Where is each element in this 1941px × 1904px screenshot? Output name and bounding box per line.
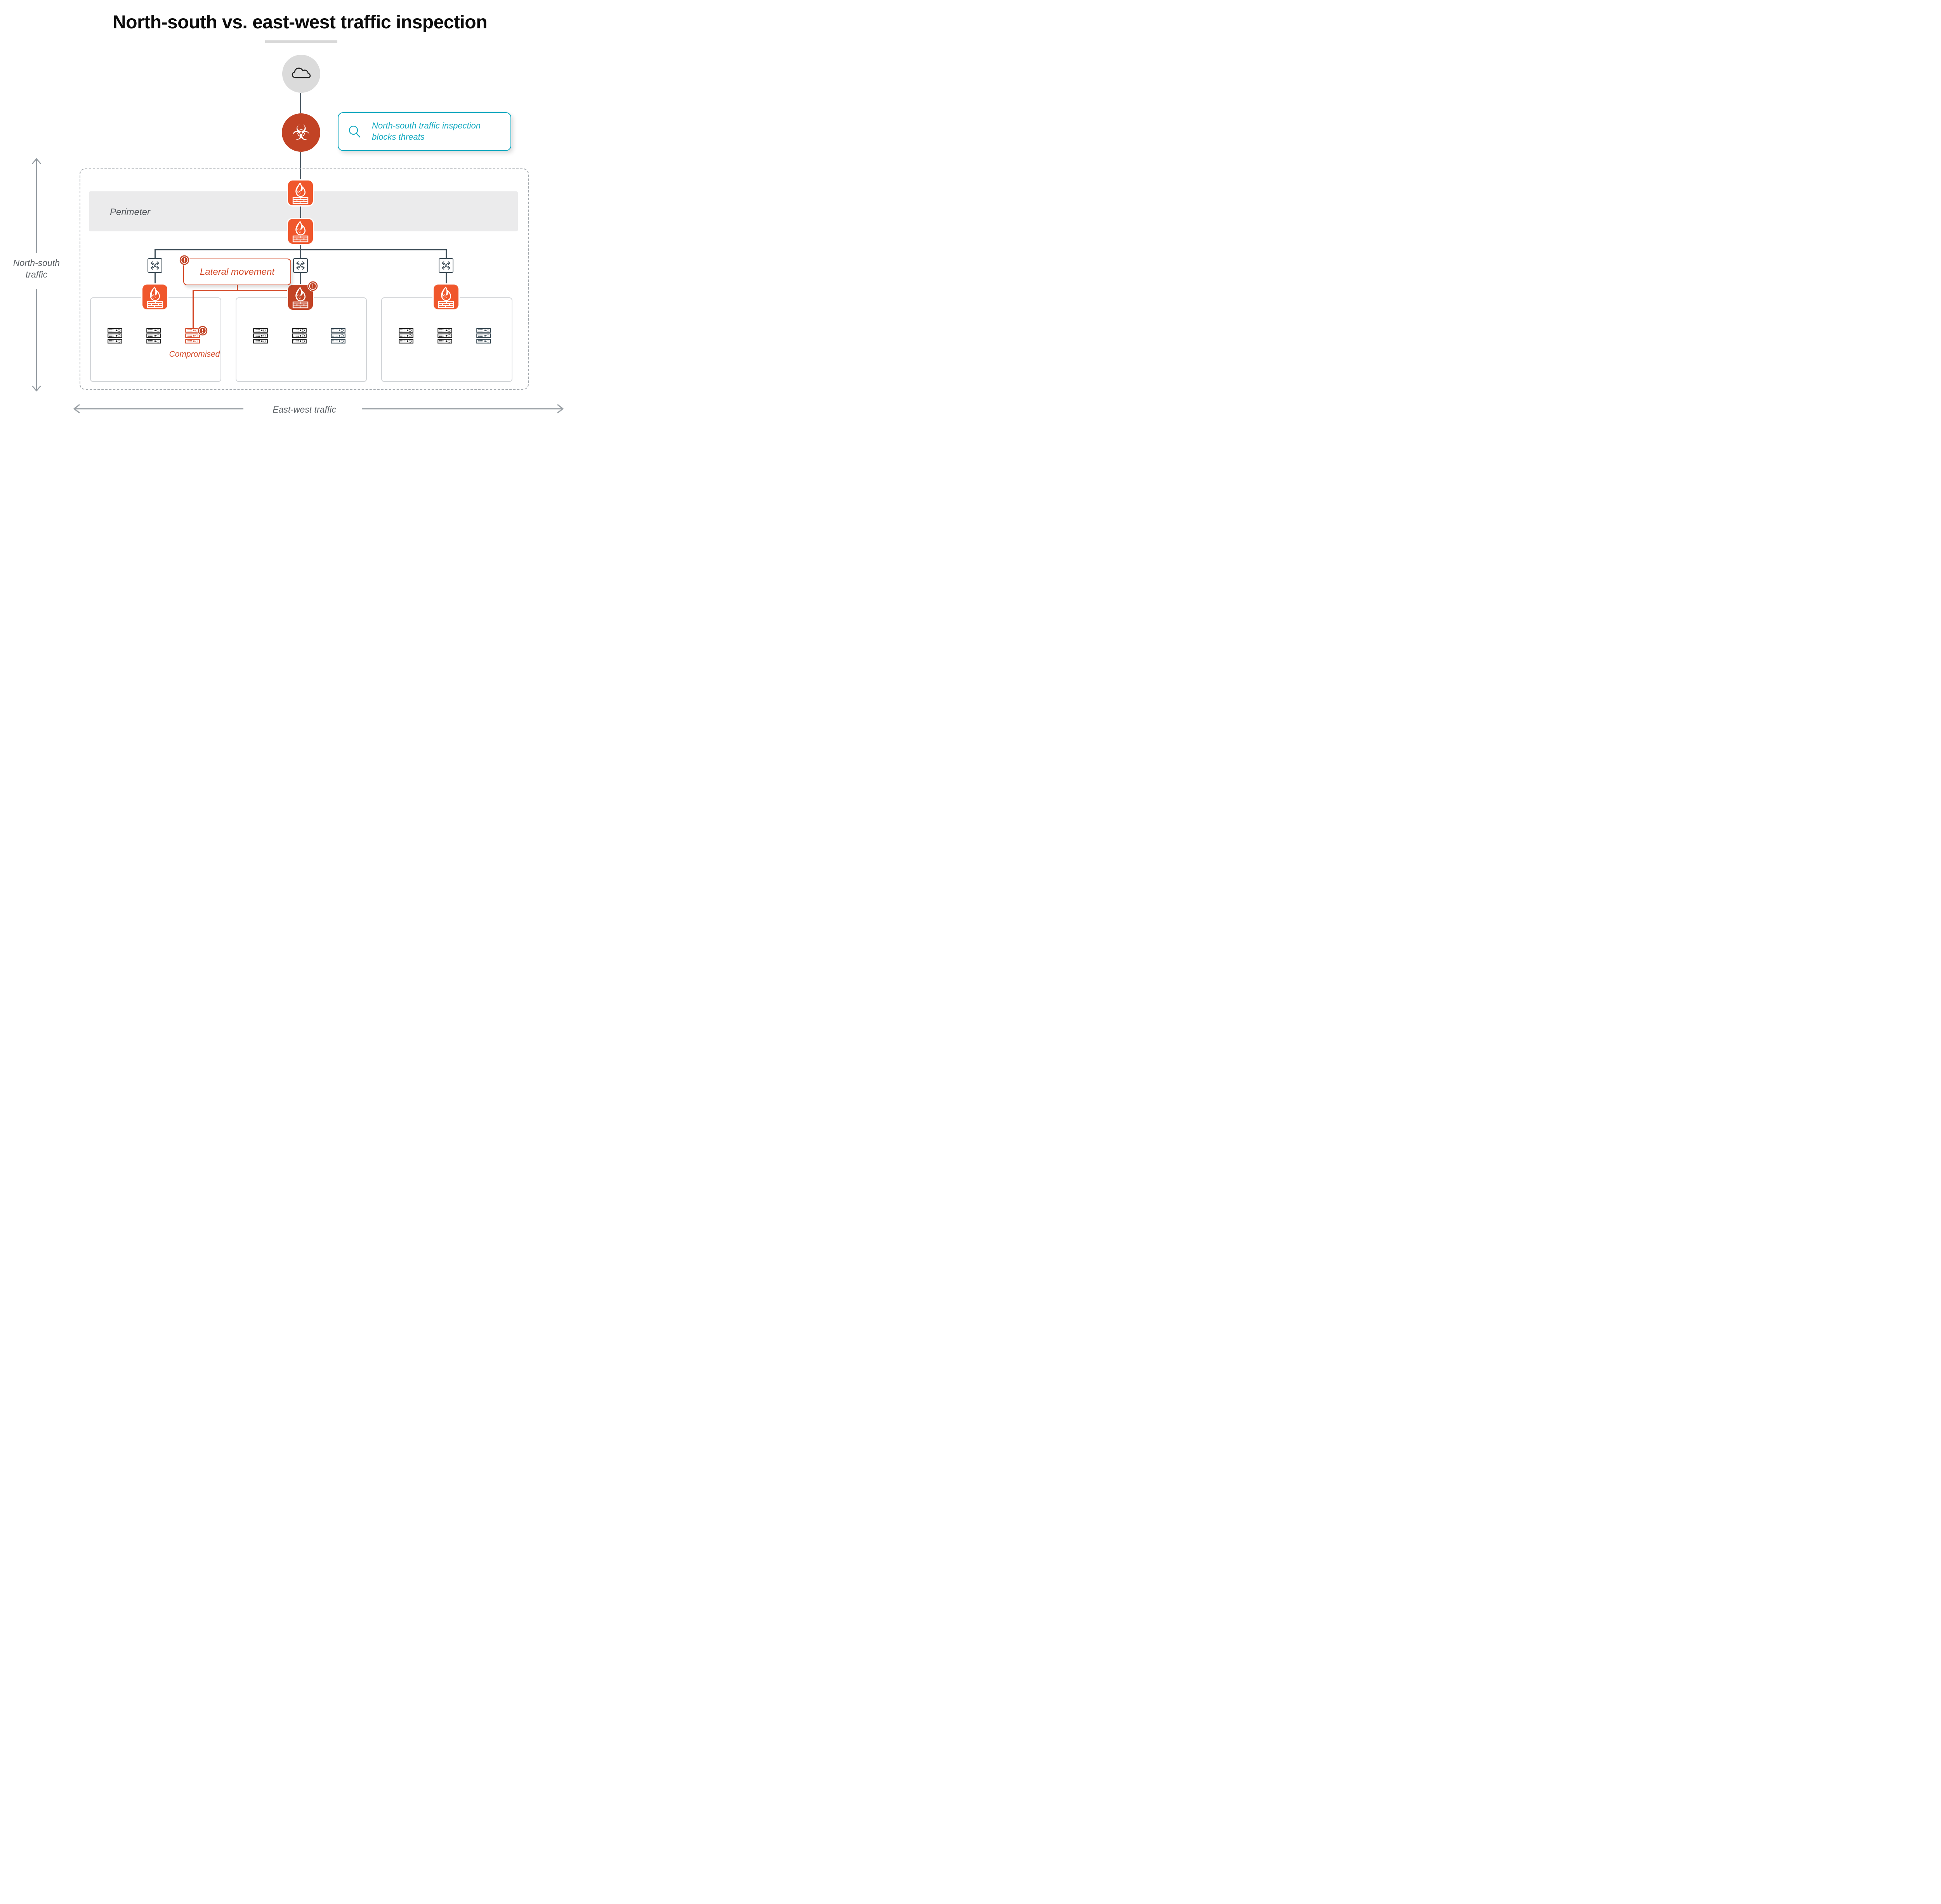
server-icon [331, 333, 345, 338]
server-stack [399, 328, 413, 344]
east-west-arrow [69, 403, 568, 415]
server-icon [438, 339, 452, 344]
server-stack [253, 328, 268, 344]
perimeter-firewall-outer [288, 181, 313, 205]
server-icon [399, 328, 413, 333]
north-south-arrow [29, 156, 44, 394]
server-stack [146, 328, 161, 344]
connector-switch-firewall-right [445, 273, 447, 285]
biohazard-icon: ☣ [292, 120, 311, 145]
switch-right [439, 258, 453, 273]
lateral-movement-label: Lateral movement [200, 266, 275, 277]
server-stack [476, 328, 491, 344]
page-title: North-south vs. east-west traffic inspec… [113, 12, 487, 33]
compromised-label: Compromised [169, 350, 220, 359]
server-icon [476, 339, 491, 344]
server-icon [399, 339, 413, 344]
east-west-axis-label: East-west traffic [273, 404, 336, 415]
server-icon [292, 328, 307, 333]
threat-node: ☣ [282, 113, 320, 152]
lateral-connector-to-server [192, 290, 194, 328]
switch-center [293, 258, 308, 273]
server-icon [253, 333, 268, 338]
server-icon [292, 339, 307, 344]
title-underline [265, 40, 337, 43]
junction-drop-left [154, 249, 156, 259]
server-icon [185, 333, 200, 338]
north-south-callout: North-south traffic inspection blocks th… [338, 112, 511, 151]
server-icon [331, 328, 345, 333]
server-icon [438, 333, 452, 338]
north-south-callout-text: North-south traffic inspection blocks th… [372, 121, 481, 142]
alert-badge-icon [179, 255, 190, 266]
server-stack [108, 328, 122, 344]
traffic-inspection-diagram: North-south vs. east-west traffic inspec… [0, 0, 600, 441]
switch-left [148, 258, 162, 273]
server-icon [253, 339, 268, 344]
cloud-icon [290, 66, 312, 82]
lateral-connector-horizontal [193, 290, 288, 291]
segment-firewall-right [434, 285, 458, 309]
junction-drop-center [300, 249, 301, 259]
server-icon [146, 328, 161, 333]
magnifier-icon [348, 125, 362, 139]
server-stack [331, 328, 345, 344]
internet-cloud-node [282, 55, 320, 93]
server-stack [292, 328, 307, 344]
perimeter-label: Perimeter [110, 207, 151, 217]
server-icon [476, 328, 491, 333]
north-south-axis-label: North-south traffic [13, 258, 60, 280]
perimeter-firewall-inner [288, 219, 313, 244]
server-icon [146, 339, 161, 344]
server-icon [476, 333, 491, 338]
lateral-connector-stub [236, 285, 238, 291]
server-icon [185, 339, 200, 344]
connector-switch-firewall-center [300, 273, 301, 285]
datacenter-boundary [80, 168, 529, 390]
server-icon [146, 333, 161, 338]
alert-badge-icon [307, 281, 318, 292]
connector-firewall-firewall [300, 205, 301, 219]
junction-drop-right [445, 249, 447, 259]
server-icon [399, 333, 413, 338]
lateral-movement-callout: Lateral movement [183, 259, 291, 285]
alert-badge-icon [197, 325, 208, 336]
server-icon [108, 333, 122, 338]
connector-firewall-junction [300, 244, 301, 250]
server-icon [331, 339, 345, 344]
connector-cloud-threat [300, 93, 301, 113]
connector-threat-firewall [300, 152, 301, 181]
server-stack [438, 328, 452, 344]
server-stack-compromised [185, 328, 200, 344]
server-icon [253, 328, 268, 333]
server-icon [108, 328, 122, 333]
segment-firewall-left [142, 285, 167, 309]
server-icon [292, 333, 307, 338]
server-icon [438, 328, 452, 333]
server-icon [108, 339, 122, 344]
connector-switch-firewall-left [154, 273, 156, 285]
